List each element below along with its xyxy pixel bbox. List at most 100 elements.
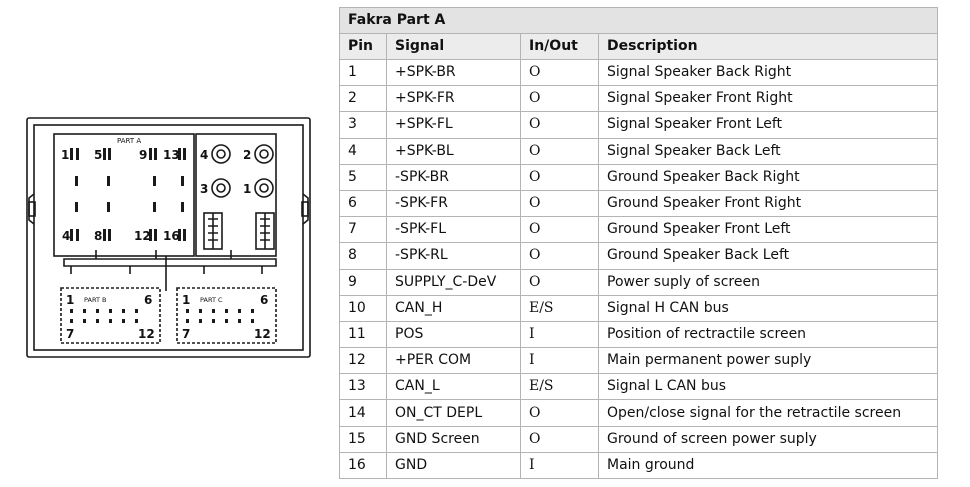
cell-description: Signal Speaker Front Left <box>598 111 938 139</box>
part-a-pin-label: 5 <box>94 148 102 162</box>
table-title-row: Fakra Part A <box>339 7 938 34</box>
coax-pin-label: 3 <box>200 182 208 196</box>
cell-description: Ground Speaker Front Left <box>598 216 938 244</box>
cell-in-out: I <box>520 347 599 375</box>
cell-in-out: O <box>520 85 599 113</box>
part-a-pin-label: 13 <box>163 148 180 162</box>
cell-description: Position of rectractile screen <box>598 320 938 349</box>
cell-description: Ground Speaker Front Right <box>598 189 938 218</box>
cell-description: Signal L CAN bus <box>598 373 938 401</box>
part-a-pin-label: 4 <box>62 229 70 243</box>
cell-description: Main ground <box>598 451 938 480</box>
cell-pin: 11 <box>339 320 387 349</box>
coax-block <box>195 133 277 257</box>
lower-rail <box>63 258 277 267</box>
table-title: Fakra Part A <box>339 7 938 34</box>
cell-description: Ground of screen power suply <box>598 425 938 453</box>
cell-pin: 10 <box>339 294 387 322</box>
cell-signal: -SPK-BR <box>386 163 521 191</box>
cell-pin: 15 <box>339 425 387 453</box>
part-b-pin-label: 1 <box>66 293 74 307</box>
part-c-pin-label: 6 <box>260 293 268 307</box>
cell-description: Signal H CAN bus <box>598 294 938 322</box>
part-b-label: PART B <box>84 296 107 304</box>
part-b-block <box>60 287 161 344</box>
header-pin: Pin <box>339 33 387 60</box>
cell-description: Signal Speaker Back Left <box>598 137 938 165</box>
cell-description: Ground Speaker Back Left <box>598 242 938 270</box>
cell-pin: 7 <box>339 216 387 244</box>
cell-pin: 9 <box>339 268 387 296</box>
part-c-pin-label: 12 <box>254 327 271 341</box>
cell-in-out: O <box>520 189 599 218</box>
part-c-pin-dots <box>186 309 254 323</box>
cell-signal: POS <box>386 320 521 349</box>
cell-in-out: I <box>520 320 599 349</box>
cell-pin: 12 <box>339 347 387 375</box>
cell-signal: +PER COM <box>386 347 521 375</box>
cell-pin: 6 <box>339 189 387 218</box>
part-a-pin-label: 9 <box>139 148 147 162</box>
cell-description: Ground Speaker Back Right <box>598 163 938 191</box>
cell-in-out: I <box>520 451 599 480</box>
cell-in-out: O <box>520 111 599 139</box>
cell-in-out: O <box>520 425 599 453</box>
cell-signal: -SPK-FR <box>386 189 521 218</box>
connector-housing-inner <box>33 124 304 351</box>
coax-pin-3 <box>211 178 231 198</box>
cell-description: Signal Speaker Front Right <box>598 85 938 113</box>
pinout-table: Fakra Part A Pin Signal In/Out Descripti… <box>339 7 938 480</box>
cell-description: Main permanent power suply <box>598 347 938 375</box>
cell-signal: +SPK-FL <box>386 111 521 139</box>
cell-pin: 1 <box>339 58 387 87</box>
cell-signal: -SPK-RL <box>386 242 521 270</box>
part-b-pin-label: 6 <box>144 293 152 307</box>
header-description: Description <box>598 33 938 60</box>
cell-in-out: O <box>520 399 599 427</box>
cell-in-out: O <box>520 268 599 296</box>
part-b-pin-label: 7 <box>66 327 74 341</box>
cell-signal: +SPK-BL <box>386 137 521 165</box>
coax-pin-4 <box>211 144 231 164</box>
connector-diagram: PART A PART B PART C 1 5 9 13 4 8 12 16 … <box>26 117 311 358</box>
part-c-label: PART C <box>200 296 223 304</box>
part-c-pin-label: 7 <box>182 327 190 341</box>
cell-signal: CAN_L <box>386 373 521 401</box>
part-a-pin-label: 8 <box>94 229 102 243</box>
cell-in-out: E/S <box>520 294 599 322</box>
cell-pin: 8 <box>339 242 387 270</box>
coax-pin-label: 2 <box>243 148 251 162</box>
cell-in-out: O <box>520 242 599 270</box>
cell-in-out: O <box>520 163 599 191</box>
part-b-pin-dots <box>70 309 138 323</box>
part-a-pin-label: 12 <box>134 229 151 243</box>
header-in-out: In/Out <box>520 33 599 60</box>
cell-description: Open/close signal for the retractile scr… <box>598 399 938 427</box>
cell-in-out: O <box>520 216 599 244</box>
cell-pin: 5 <box>339 163 387 191</box>
part-a-pin-label: 1 <box>61 148 69 162</box>
cell-pin: 3 <box>339 111 387 139</box>
cell-signal: ON_CT DEPL <box>386 399 521 427</box>
part-c-block <box>176 287 277 344</box>
part-a-pin-label: 16 <box>163 229 180 243</box>
cell-pin: 13 <box>339 373 387 401</box>
cell-description: Power suply of screen <box>598 268 938 296</box>
cell-description: Signal Speaker Back Right <box>598 58 938 87</box>
coax-pin-label: 1 <box>243 182 251 196</box>
part-c-pin-label: 1 <box>182 293 190 307</box>
